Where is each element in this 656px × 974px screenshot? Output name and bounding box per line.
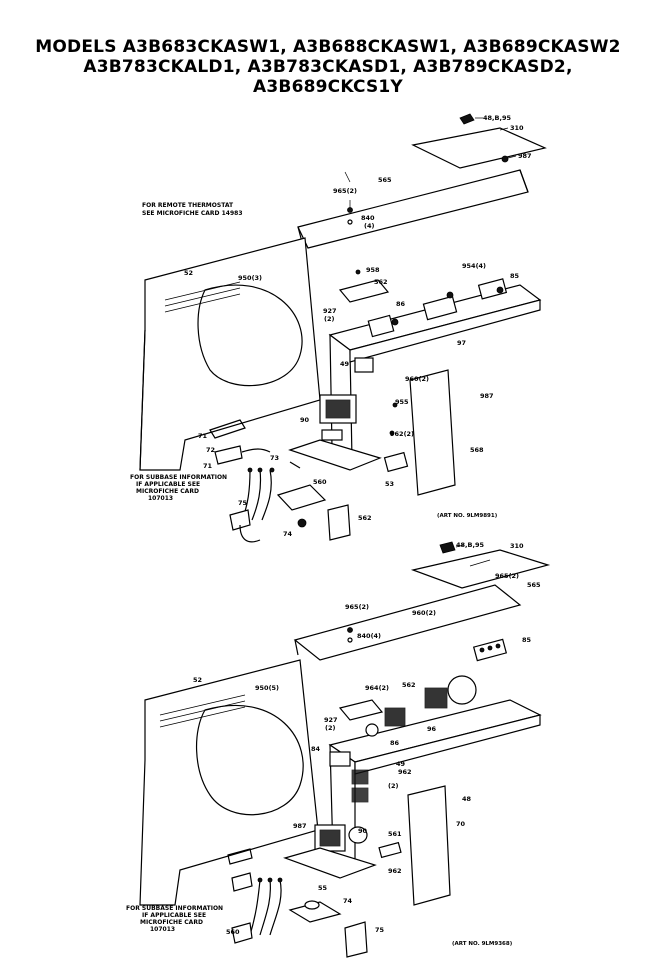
- part-label: 927: [324, 716, 338, 724]
- part-label: 987: [480, 392, 494, 400]
- part-label: 927: [323, 307, 337, 315]
- part-label: 74: [343, 897, 353, 905]
- part-label: 55: [318, 884, 328, 892]
- bottom-assembly: 48,B,95 310 965(2) 565 965(2) 960(2) 840…: [126, 541, 551, 958]
- subbase-note: FOR SUBBASE INFORMATION: [130, 474, 227, 481]
- part-label: 48: [462, 795, 472, 803]
- part-label: 965(2): [345, 603, 369, 611]
- subbase-note: 107013: [150, 926, 175, 933]
- part-label: 49: [396, 760, 406, 768]
- top-assembly: 48,B,95 310 987 565 965(2) 840 (4) 52 95…: [130, 113, 547, 543]
- part-label: 562: [358, 514, 372, 522]
- top-cover-plate: [410, 549, 551, 589]
- terminal-plate: [338, 279, 390, 303]
- subbase-note: IF APPLICABLE SEE: [136, 481, 200, 488]
- art-number: (ART NO. 9LM9368): [452, 941, 513, 947]
- art-number: (ART NO. 9LM9891): [437, 513, 498, 519]
- part-label: (2): [325, 724, 335, 732]
- subbase-note: MICROFICHE CARD: [140, 919, 203, 926]
- part-label: 962(2): [390, 430, 414, 438]
- bulkhead-panel: [139, 237, 321, 471]
- part-label: 53: [385, 480, 394, 488]
- part-label: 70: [456, 820, 466, 828]
- part-label: 965(2): [495, 572, 519, 580]
- part-label: 962: [388, 867, 402, 875]
- part-label: 85: [522, 636, 532, 644]
- side-access-panel: [407, 785, 451, 906]
- part-label: 96: [427, 725, 437, 733]
- part-label: 90: [358, 827, 368, 835]
- part-label: 987: [293, 822, 307, 830]
- bulkhead-panel: [139, 659, 319, 906]
- part-label: 310: [510, 542, 524, 550]
- part-label: 49: [340, 360, 350, 368]
- part-label: (4): [364, 222, 374, 230]
- part-label: 85: [510, 272, 520, 280]
- part-label: 964(2): [365, 684, 389, 692]
- part-label: 73: [270, 454, 279, 462]
- part-label: 52: [184, 269, 193, 277]
- part-label: 74: [283, 530, 293, 538]
- part-label: 75: [375, 926, 385, 934]
- thermostat-note: SEE MICROFICHE CARD 14983: [142, 210, 243, 217]
- part-label: 840(4): [357, 632, 381, 640]
- part-label: 71: [203, 462, 213, 470]
- model-title-line-3: A3B689CKCS1Y: [253, 77, 403, 97]
- rotary-switch: [424, 687, 448, 709]
- rotary-switch: [384, 707, 406, 727]
- part-label: 958: [366, 266, 380, 274]
- part-label: 562: [402, 681, 416, 689]
- part-label: 86: [390, 739, 400, 747]
- part-label: 950(5): [255, 684, 279, 692]
- part-label: 48,B,95: [456, 541, 484, 549]
- subbase-note: 107013: [148, 495, 173, 502]
- part-label: 52: [193, 676, 202, 684]
- top-cover-plate: [411, 127, 547, 169]
- part-label: 960(2): [412, 609, 436, 617]
- part-label: 568: [470, 446, 484, 454]
- part-label: 97: [457, 339, 466, 347]
- part-label: 565: [527, 581, 541, 589]
- part-label: 840: [361, 214, 375, 222]
- part-label: (2): [324, 315, 334, 323]
- part-label: 84: [311, 745, 321, 753]
- part-label: 71: [198, 432, 208, 440]
- part-label: 560: [313, 478, 327, 486]
- part-label: 48,B,95: [483, 114, 511, 122]
- part-label: (2): [388, 782, 398, 790]
- part-label: 72: [206, 446, 215, 454]
- top-knob-part: [459, 113, 475, 125]
- screw-icon: [501, 155, 509, 163]
- part-label: 954(4): [462, 262, 486, 270]
- part-label: 75: [238, 499, 248, 507]
- subbase-note: IF APPLICABLE SEE: [142, 912, 206, 919]
- part-label: 962: [398, 768, 412, 776]
- thermostat-note: FOR REMOTE THERMOSTAT: [142, 202, 234, 209]
- subbase-note: FOR SUBBASE INFORMATION: [126, 905, 223, 912]
- side-access-panel: [409, 369, 456, 496]
- part-label: 955: [395, 398, 409, 406]
- part-label: 960(2): [405, 375, 429, 383]
- part-label: 310: [510, 124, 524, 132]
- subbase-note: MICROFICHE CARD: [136, 488, 199, 495]
- part-label: 987: [518, 152, 532, 160]
- model-title-line-1: MODELS A3B683CKASW1, A3B688CKASW1, A3B68…: [35, 37, 621, 57]
- part-label: 965(2): [333, 187, 357, 195]
- part-label: 561: [388, 830, 402, 838]
- part-label: 562: [374, 278, 388, 286]
- part-label: 565: [378, 176, 392, 184]
- part-label: 950(3): [238, 274, 262, 282]
- control-panel-cover: [297, 169, 529, 249]
- part-label: 90: [300, 416, 310, 424]
- part-label: 86: [396, 300, 406, 308]
- model-title-line-2: A3B783CKALD1, A3B783CKASD1, A3B789CKASD2…: [83, 57, 573, 77]
- part-label: 560: [226, 928, 240, 936]
